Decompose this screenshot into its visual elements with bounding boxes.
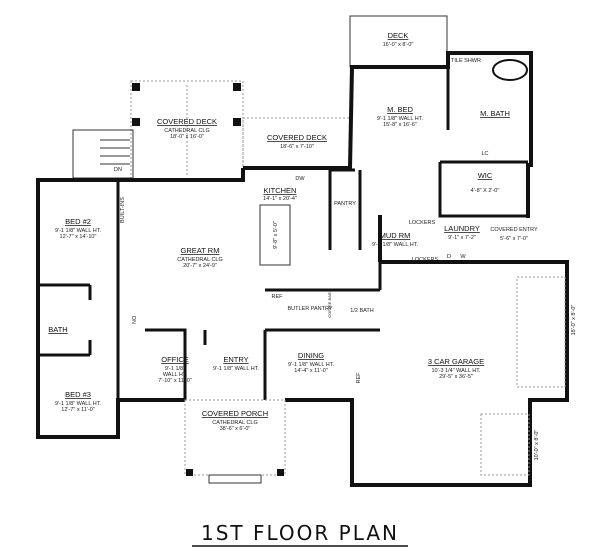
lc-label: LC — [481, 151, 488, 157]
post — [186, 469, 193, 476]
ref-label: REF — [356, 372, 362, 384]
svg-text:9'-1 1/8" WALL HT.: 9'-1 1/8" WALL HT. — [55, 401, 101, 407]
svg-text:GREAT RM: GREAT RM — [181, 246, 220, 255]
svg-text:9'-1 1/8": 9'-1 1/8" — [165, 366, 185, 372]
coffee-bar-label: COFFEE BAR — [327, 292, 332, 318]
svg-text:WALL HT.: WALL HT. — [163, 372, 188, 378]
room-dining: DINING 9'-1 1/8" WALL HT. 14'-4" x 11'-0… — [288, 351, 334, 374]
svg-text:14'-4" x 11'-0": 14'-4" x 11'-0" — [294, 368, 327, 374]
exterior-walls — [36, 51, 569, 487]
svg-text:18'-0" x 16'-0": 18'-0" x 16'-0" — [170, 134, 204, 140]
svg-text:CATHEDRAL CLG: CATHEDRAL CLG — [212, 420, 258, 426]
room-pantry: PANTRY — [334, 201, 356, 207]
lockers-label: LOCKERS — [412, 257, 439, 263]
room-covered-deck-2: COVERED DECK 18'-6" x 7'-10" — [267, 133, 327, 150]
svg-text:29'-5" x 36'-5": 29'-5" x 36'-5" — [439, 374, 473, 380]
svg-text:OFFICE: OFFICE — [161, 355, 189, 364]
svg-text:3 CAR GARAGE: 3 CAR GARAGE — [428, 357, 484, 366]
interior-walls — [38, 67, 528, 400]
dryer-label: D — [447, 254, 451, 260]
room-tile-shower: TILE SHWR — [451, 58, 481, 64]
bathtub — [492, 59, 528, 81]
dw-label: DW — [295, 176, 305, 182]
room-great-rm: GREAT RM CATHEDRAL CLG 20'-7" x 24'-9" — [177, 246, 223, 269]
svg-text:18'-6" x 7'-10": 18'-6" x 7'-10" — [280, 144, 314, 150]
plan-title: 1ST FLOOR PLAN — [201, 521, 399, 545]
washer-label: W — [460, 254, 466, 260]
room-laundry: LAUNDRY 9'-1" x 7'-2" — [444, 224, 480, 241]
svg-text:BED #3: BED #3 — [65, 390, 91, 399]
room-m-bath: M. BATH — [480, 109, 510, 118]
svg-text:12'-7" x 14'-10": 12'-7" x 14'-10" — [60, 234, 97, 240]
post — [277, 469, 284, 476]
svg-text:9'-1 1/8" WALL HT.: 9'-1 1/8" WALL HT. — [55, 228, 101, 234]
island — [259, 204, 291, 266]
garage-door-2-label: 10'-0" x 8'-0" — [534, 430, 540, 461]
lockers-label: LOCKERS — [409, 220, 436, 226]
svg-text:20'-7" x 24'-9": 20'-7" x 24'-9" — [183, 263, 217, 269]
post — [132, 118, 140, 126]
garage-door-1-label: 18'-0" x 8'-0" — [571, 305, 577, 336]
svg-text:9'-1 1/8" WALL HT.: 9'-1 1/8" WALL HT. — [288, 362, 334, 368]
svg-text:10'-3 1/4" WALL HT.: 10'-3 1/4" WALL HT. — [431, 368, 481, 374]
room-office: OFFICE 9'-1 1/8" WALL HT. 7'-10" x 11'-0… — [158, 355, 191, 384]
room-mud-rm: MUD RM 9'-1 1/8" WALL HT. — [372, 231, 418, 248]
svg-text:CATHEDRAL CLG: CATHEDRAL CLG — [164, 128, 210, 134]
post — [233, 118, 241, 126]
room-butler-pantry: BUTLER PANTRY — [287, 306, 332, 312]
svg-text:M. BED: M. BED — [387, 105, 413, 114]
svg-text:COVERED ENTRY: COVERED ENTRY — [490, 227, 538, 233]
dn-label: DN — [114, 167, 122, 173]
svg-text:12'-7" x 11'-0": 12'-7" x 11'-0" — [61, 407, 94, 413]
room-entry: ENTRY 9'-1 1/8" WALL HT. — [213, 355, 259, 372]
dn-label: DN — [130, 316, 136, 324]
svg-text:7'-10" x 11'-0": 7'-10" x 11'-0" — [158, 378, 191, 384]
svg-text:WIC: WIC — [478, 171, 493, 180]
room-wic: WIC 4'-8" X 2'-0" — [471, 171, 500, 194]
svg-text:BED #2: BED #2 — [65, 217, 91, 226]
room-covered-deck-1: COVERED DECK CATHEDRAL CLG 18'-0" x 16'-… — [157, 117, 217, 140]
svg-text:9'-1 1/8" WALL HT.: 9'-1 1/8" WALL HT. — [372, 242, 418, 248]
svg-text:COVERED DECK: COVERED DECK — [157, 117, 217, 126]
garage-door-outlines — [480, 276, 566, 476]
post — [132, 83, 140, 91]
room-covered-entry: COVERED ENTRY 5'-6" x 7'-0" — [490, 227, 538, 242]
room-m-bed: M. BED 9'-1 1/8" WALL HT. 15'-8" x 16'-6… — [377, 105, 423, 128]
svg-text:9'-1" x 7'-2": 9'-1" x 7'-2" — [448, 235, 476, 241]
stair-treads — [100, 139, 130, 165]
room-deck: DECK 16'-0" x 8'-0" — [383, 31, 414, 48]
svg-text:COVERED PORCH: COVERED PORCH — [202, 409, 268, 418]
svg-text:9'-1 1/8" WALL HT.: 9'-1 1/8" WALL HT. — [377, 116, 423, 122]
covered-deck-2-outline — [242, 117, 352, 169]
svg-text:DINING: DINING — [298, 351, 324, 360]
svg-text:4'-8" X 2'-0": 4'-8" X 2'-0" — [471, 188, 500, 194]
svg-text:14'-1" x 20'-4": 14'-1" x 20'-4" — [263, 196, 297, 202]
room-bed-2: BED #2 9'-1 1/8" WALL HT. 12'-7" x 14'-1… — [55, 217, 101, 240]
island-label: 9'-8" x 5'-0" — [273, 221, 279, 249]
svg-text:38'-6" x 6'-0": 38'-6" x 6'-0" — [220, 426, 251, 432]
stair-top — [72, 129, 134, 179]
svg-text:9'-1 1/8" WALL HT.: 9'-1 1/8" WALL HT. — [213, 366, 259, 372]
room-bath: BATH — [48, 325, 67, 334]
ref-label: REF — [272, 294, 284, 300]
svg-text:5'-6" x 7'-0": 5'-6" x 7'-0" — [500, 236, 528, 242]
svg-text:16'-0" x 8'-0": 16'-0" x 8'-0" — [383, 42, 414, 48]
room-half-bath: 1/2 BATH — [350, 308, 373, 314]
room-bed-3: BED #3 9'-1 1/8" WALL HT. 12'-7" x 11'-0… — [55, 390, 101, 413]
porch-step — [208, 474, 262, 484]
svg-text:CATHEDRAL CLG: CATHEDRAL CLG — [177, 257, 223, 263]
svg-text:COVERED DECK: COVERED DECK — [267, 133, 327, 142]
svg-text:15'-8" x 16'-6": 15'-8" x 16'-6" — [383, 122, 417, 128]
svg-text:MUD RM: MUD RM — [380, 231, 411, 240]
room-garage: 3 CAR GARAGE 10'-3 1/4" WALL HT. 29'-5" … — [428, 357, 484, 380]
svg-text:KITCHEN: KITCHEN — [264, 186, 297, 195]
room-covered-porch: COVERED PORCH CATHEDRAL CLG 38'-6" x 6'-… — [202, 409, 268, 432]
builtins-label: BUILT-INS — [120, 197, 126, 223]
room-kitchen: KITCHEN 14'-1" x 20'-4" — [263, 186, 297, 202]
post — [233, 83, 241, 91]
svg-text:ENTRY: ENTRY — [223, 355, 248, 364]
svg-text:LAUNDRY: LAUNDRY — [444, 224, 480, 233]
svg-text:DECK: DECK — [388, 31, 409, 40]
